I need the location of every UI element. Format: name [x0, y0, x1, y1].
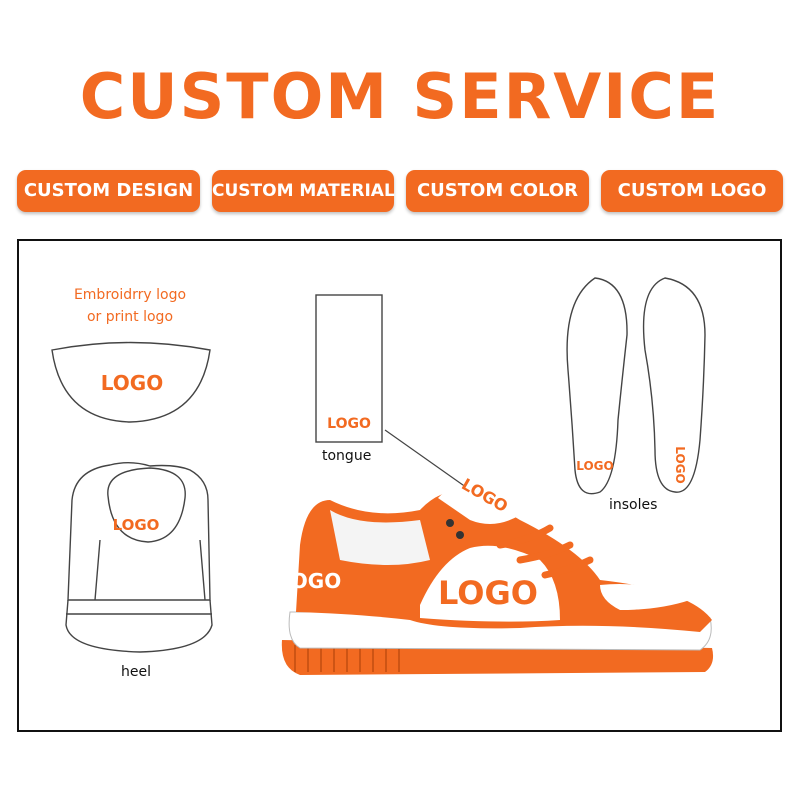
heel-label: heel	[121, 664, 151, 680]
insoles-illustration: LOGO LOGO	[566, 277, 706, 495]
service-tags: CUSTOM DESIGN CUSTOM MATERIAL CUSTOM COL…	[0, 170, 800, 212]
insole-right-logo: LOGO	[673, 446, 687, 483]
insole-left-logo: LOGO	[576, 459, 613, 473]
tongue-label: tongue	[322, 448, 372, 464]
logo-note: Embroidrry logo or print logo	[40, 284, 220, 328]
sneaker-illustration: LOGO LOGO LOGO	[279, 475, 714, 675]
heel-shoe-logo: LOGO	[113, 516, 160, 534]
tag-custom-logo[interactable]: CUSTOM LOGO	[601, 170, 783, 212]
heel-shoe-illustration: LOGO	[65, 462, 213, 653]
tongue-illustration: LOGO	[315, 294, 471, 491]
logo-note-line-2: or print logo	[86, 309, 174, 325]
sneaker-heel-logo: LOGO	[279, 569, 341, 593]
tag-custom-material[interactable]: CUSTOM MATERIAL	[212, 170, 395, 212]
sneaker-side-logo: LOGO	[438, 574, 538, 612]
tongue-logo: LOGO	[327, 416, 371, 432]
tag-custom-design[interactable]: CUSTOM DESIGN	[17, 170, 200, 212]
tag-custom-color[interactable]: CUSTOM COLOR	[406, 170, 589, 212]
page-title: CUSTOM SERVICE	[79, 60, 721, 133]
logo-note-line-1: Embroidrry logo	[73, 287, 187, 303]
heel-tab-logo: LOGO	[101, 371, 163, 395]
insoles-label: insoles	[609, 497, 658, 513]
heel-tab-illustration: LOGO	[51, 341, 211, 423]
